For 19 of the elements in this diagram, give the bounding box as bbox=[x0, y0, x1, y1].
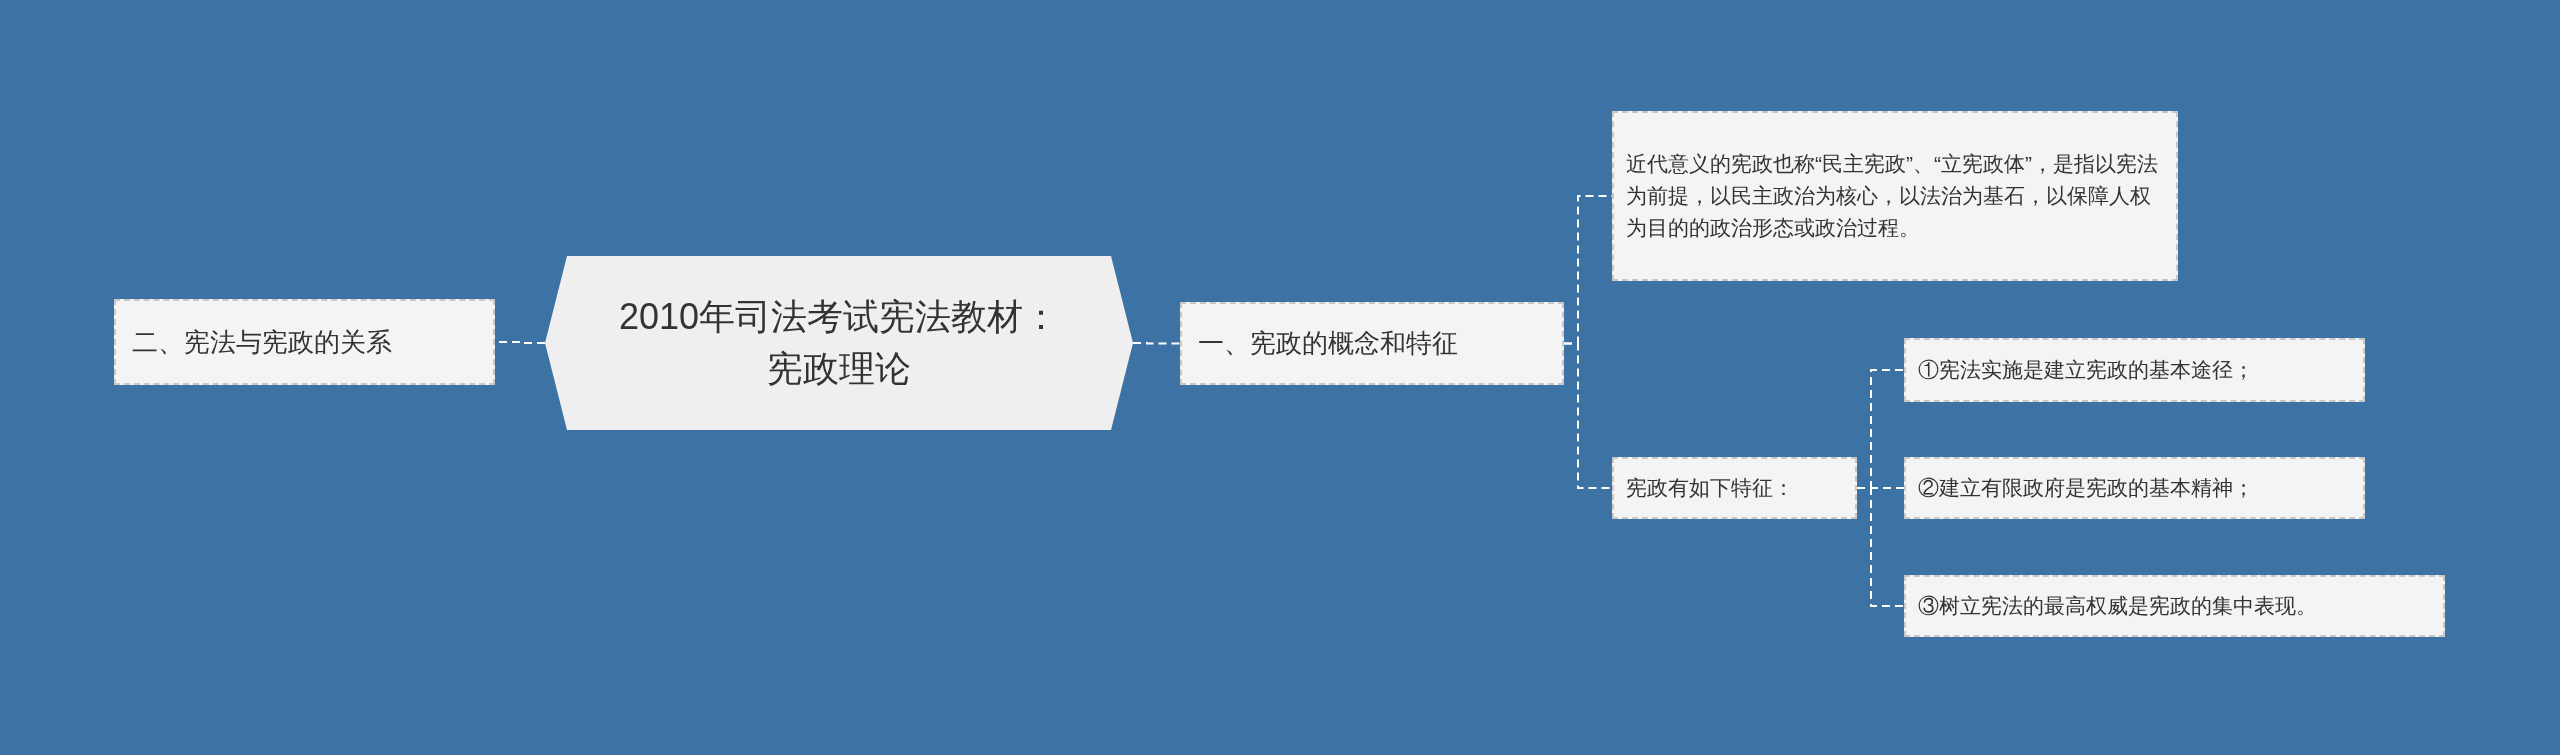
connector-line bbox=[1563, 342, 1613, 489]
topic-box bbox=[1904, 457, 2365, 519]
topic-text: 一、宪政的概念和特征 bbox=[1198, 327, 1459, 360]
topic-text: ③树立宪法的最高权威是宪政的集中表现。 bbox=[1918, 593, 2318, 620]
topic-text: 近代意义的宪政也称“民主宪政”、“立宪政体”，是指以宪法为前提，以民主政治为核心，以法治为基石，以保障人权为目的的政治形态或政治过程。 bbox=[1626, 151, 2159, 241]
topic-box bbox=[1612, 111, 2178, 281]
connector-line bbox=[1856, 487, 1905, 607]
topic-box bbox=[114, 299, 495, 385]
topic-text: ②建立有限政府是宪政的基本精神； bbox=[1918, 475, 2255, 502]
topic-box bbox=[1180, 302, 1564, 385]
topic-text: 宪政有如下特征： bbox=[1626, 475, 1795, 502]
connector-line bbox=[1132, 342, 1181, 345]
topic-box bbox=[1904, 338, 2365, 402]
central-hexagon bbox=[545, 256, 1133, 430]
title-text: 2010年司法考试宪法教材：宪政理论 bbox=[617, 295, 1061, 391]
topic-text: ①宪法实施是建立宪政的基本途径； bbox=[1918, 357, 2255, 384]
topic-text: 二、宪法与宪政的关系 bbox=[132, 325, 393, 359]
topic-box bbox=[1612, 457, 1857, 519]
topic-box bbox=[1904, 575, 2445, 637]
